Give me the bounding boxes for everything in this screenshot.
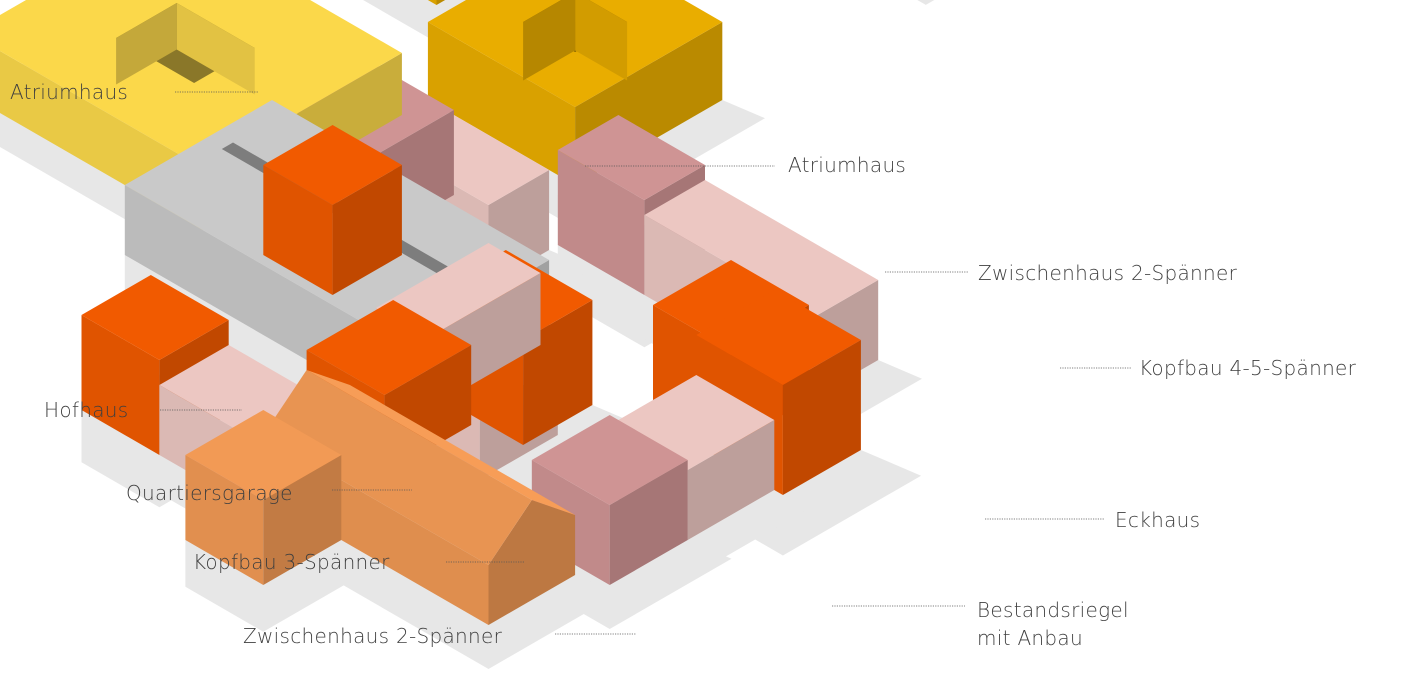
atriumhaus-left-side-face <box>436 0 446 5</box>
kopfbau-top-left-orange-side-face <box>332 165 402 295</box>
atriumhaus-left <box>427 0 446 5</box>
atriumhaus-right-courtyard-wall <box>575 0 628 81</box>
kopfbau-top-left-orange <box>263 125 402 295</box>
label-eckhaus: Eckhaus <box>1115 508 1201 532</box>
kopfbau-3-spaenner-top-face <box>81 275 229 360</box>
atriumhaus-right-front-face <box>427 22 576 185</box>
bestandsriegel-anbau-front-face <box>185 455 264 585</box>
building-masses <box>0 0 879 625</box>
zwischenhaus-2-spaenner-bottom-top-face <box>159 345 316 435</box>
block-top-pink-right-top-face <box>644 180 879 315</box>
block-top-rose-corner-front-face <box>557 150 645 295</box>
kopfbau-4-5-spaenner-side-face <box>782 340 861 495</box>
label-bestandsriegel: Bestandsriegel mit Anbau <box>977 596 1129 652</box>
kopfbau-top-left-orange-top-face <box>263 125 402 205</box>
label-hofhaus: Hofhaus <box>44 398 129 422</box>
bestandsriegel-anbau-side-face <box>263 455 342 585</box>
label-kopfbau-3: Kopfbau 3-Spänner <box>193 550 390 574</box>
bestandsriegel-gable-end <box>488 500 576 625</box>
kopfbau-3-spaenner-front-face <box>81 315 160 455</box>
bestandsriegel-roof-back <box>306 370 576 515</box>
bestandsriegel-anbau-top-face <box>185 410 342 500</box>
kopfbau-lower-orange-top-face <box>306 300 472 395</box>
block-top-rose-corner-top-face <box>557 115 705 200</box>
bestandsriegel-roof-front <box>263 370 532 565</box>
hofhaus-courtyard-wall <box>176 3 255 95</box>
label-bestandsriegel-line2: mit Anbau <box>977 626 1083 650</box>
atriumhaus-right-top-face <box>427 0 723 107</box>
label-zwischenhaus-bottom: Zwischenhaus 2-Spänner <box>243 624 503 648</box>
leader-lines <box>160 91 1132 635</box>
eckhaus-side-face <box>609 460 688 585</box>
hofhaus-courtyard-wall-2 <box>116 3 177 85</box>
label-kopfbau-4-5: Kopfbau 4-5-Spänner <box>1139 356 1357 380</box>
hofhaus-top-face <box>0 0 402 168</box>
white-shed-long-shadow <box>917 0 935 5</box>
block-right-pink-side-face <box>687 420 775 540</box>
atriumhaus-right-courtyard-wall-2 <box>523 0 576 81</box>
label-atriumhaus-right: Atriumhaus <box>788 153 907 177</box>
eckhaus-top-face <box>531 415 688 505</box>
bestandsriegel-anbau <box>185 410 342 585</box>
label-quartiersgarage: Quartiersgarage <box>126 481 293 505</box>
atriumhaus-left-front-face <box>427 0 437 5</box>
label-zwischenhaus-top: Zwischenhaus 2-Spänner <box>978 261 1238 285</box>
kopfbau-4-5-spaenner-top-face <box>696 290 861 385</box>
label-atriumhaus-left: Atriumhaus <box>10 80 129 104</box>
label-bestandsriegel-line1: Bestandsriegel <box>977 598 1129 622</box>
kopfbau-top-left-orange-front-face <box>263 165 333 295</box>
